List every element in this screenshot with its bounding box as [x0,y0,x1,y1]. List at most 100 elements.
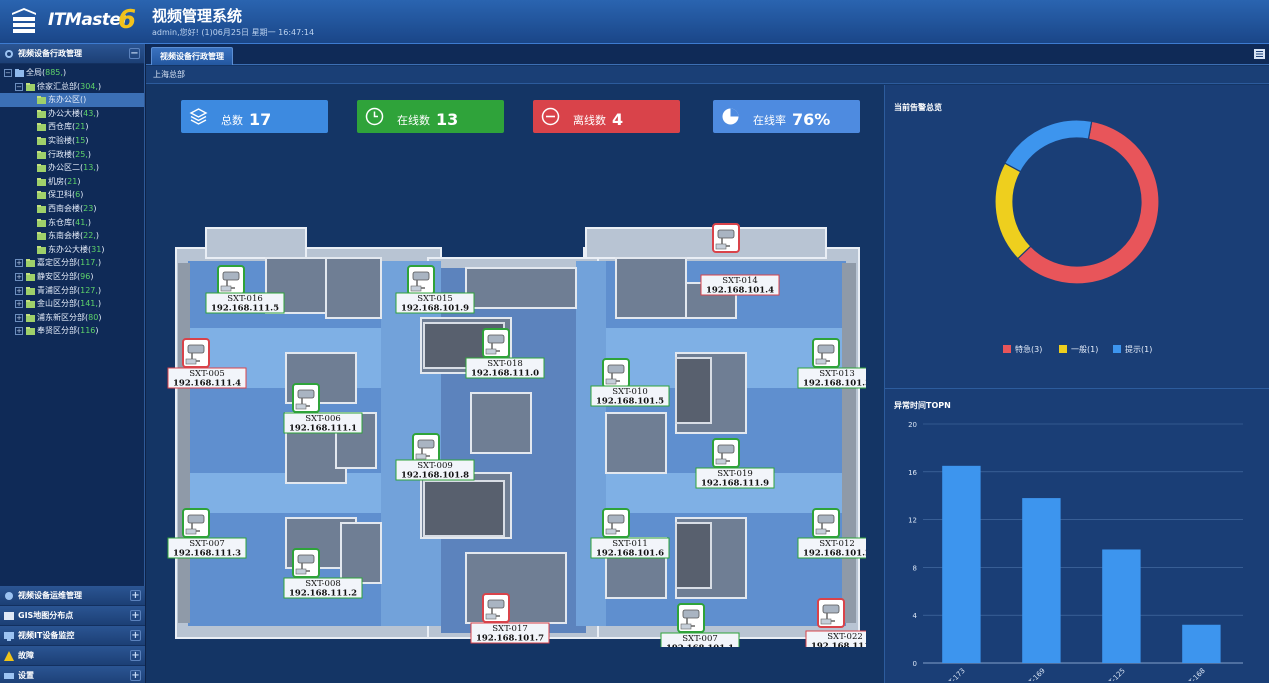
collapse-icon[interactable]: − [129,48,140,59]
tree-node[interactable]: 东南会楼(22,) [0,229,144,243]
sidebar-section[interactable]: 设置+ [0,666,145,683]
folder-icon [15,69,24,77]
menu-icon[interactable] [1254,49,1265,59]
tree-node-count: 6 [75,190,81,200]
stat-value: 76% [792,110,831,129]
camera-icon [292,548,320,578]
expand-icon[interactable]: + [15,300,23,309]
bar[interactable] [1102,549,1141,663]
sidebar-section[interactable]: 视频IT设备监控+ [0,626,145,646]
bar[interactable] [1022,498,1061,663]
camera-ip: 192.168.101.2 [803,549,866,559]
folder-icon [26,272,35,281]
collapse-icon[interactable]: − [4,69,12,77]
tree-node-count: 25, [75,149,88,159]
tree-node[interactable]: 西南会楼(23) [0,202,144,216]
tree-node[interactable]: +嘉定区分部(117,) [0,256,144,270]
legend-item[interactable]: 一般(1) [1059,344,1098,355]
tree-node[interactable]: +青浦区分部(127,) [0,284,144,298]
camera-ip: 192.168.111.4 [173,379,241,389]
expand-icon[interactable]: + [15,313,23,322]
tree-node[interactable]: 办公大楼(43,) [0,107,144,121]
tree-node[interactable]: 实验楼(15) [0,134,144,148]
tree-node[interactable]: + 浦东新区分部(80) [0,311,144,325]
stat-value: 4 [612,110,624,129]
expand-icon[interactable]: + [130,610,141,621]
expand-icon[interactable]: + [15,327,23,336]
tab-bar: 视频设备行政管理 [146,44,1269,65]
expand-icon[interactable]: + [15,259,23,268]
sidebar-section[interactable]: 故障+ [0,646,145,666]
collapse-icon[interactable]: − [15,82,23,91]
bar[interactable] [1182,624,1221,663]
expand-icon[interactable]: + [130,630,141,641]
sidebar-section[interactable]: 视频设备运维管理+ [0,586,145,606]
sidebar-section[interactable]: GIS地图分布点+ [0,606,145,626]
legend-item[interactable]: 提示(1) [1113,344,1152,355]
tab-admin[interactable]: 视频设备行政管理 [151,47,233,65]
tree-node-label: 浦东新区分部(80) [37,312,102,322]
tree-node[interactable]: 西仓库(21) [0,120,144,134]
camera-name: SXT-006 [305,414,341,424]
y-tick-label: 4 [913,612,918,620]
tree-node[interactable]: 东仓库(41,) [0,216,144,230]
tree-node[interactable]: +静安区分部(96) [0,270,144,284]
expand-icon[interactable]: + [130,590,141,601]
bar[interactable] [942,465,981,663]
topn-chart-title: 异常时间TOPN [894,401,951,410]
folder-icon [37,191,46,200]
tree-node-label: 徐家汇总部(304,) [37,81,102,91]
tree-node[interactable]: +奉贤区分部(116) [0,324,144,338]
tree-node[interactable]: 东办公大楼(31) [0,243,144,257]
tree-node[interactable]: +金山区分部(141,) [0,297,144,311]
expand-icon[interactable]: + [130,670,141,681]
logo-text: ITMaster [48,10,129,30]
tree-node[interactable]: 行政楼(25,) [0,148,144,162]
sidebar-section-admin[interactable]: 视频设备行政管理 − [0,44,144,64]
camera-name: SXT-011 [612,539,648,549]
tree-node-name: 静安区分部 [37,271,77,281]
tree-node[interactable]: 东办公区() [0,93,144,107]
donut-slice-info[interactable] [1003,119,1093,173]
tree-node[interactable]: 机房(21) [0,175,144,189]
camera-name: SXT-016 [227,294,263,304]
expand-icon[interactable]: + [15,286,23,295]
tree-node[interactable]: − 徐家汇总部(304,) [0,80,144,94]
legend-item[interactable]: 特急(3) [1003,344,1042,355]
donut-slice-normal[interactable] [994,162,1032,260]
tree-node[interactable]: 保卫科(6) [0,188,144,202]
expand-icon[interactable]: + [130,650,141,661]
expand-icon[interactable]: + [15,272,23,281]
tree-node[interactable]: 办公区二(13,) [0,161,144,175]
tree-node[interactable]: −全局(885,) [0,66,144,80]
